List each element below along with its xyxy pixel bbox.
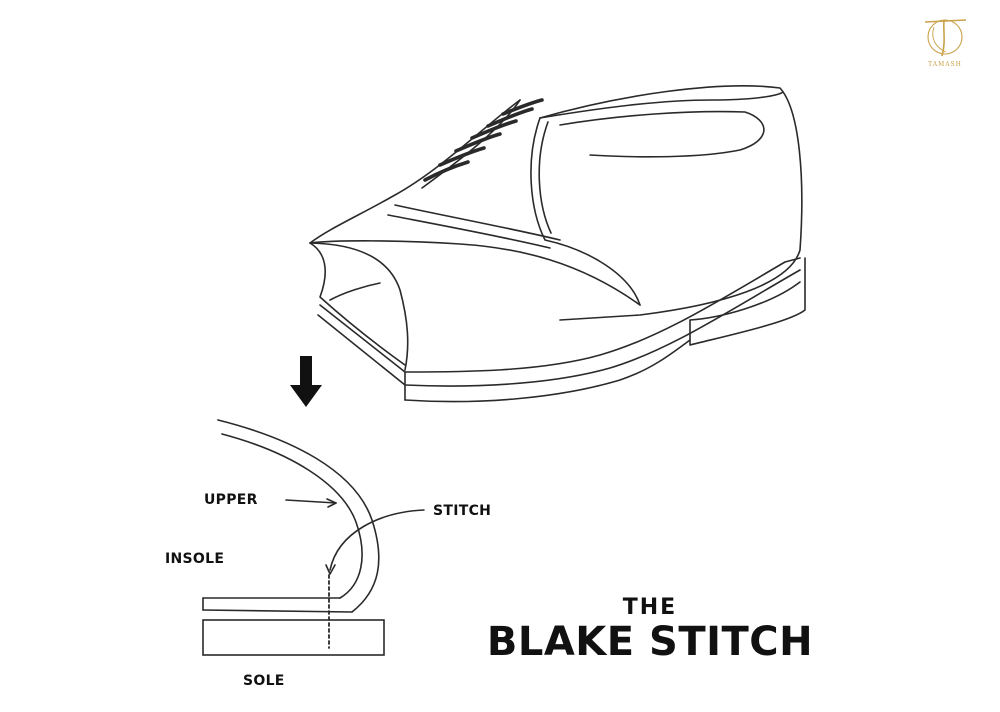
title-main: BLAKE STITCH xyxy=(487,619,813,665)
title-pre: THE xyxy=(623,595,677,620)
shoe-vamp xyxy=(309,99,641,306)
label-upper: UPPER xyxy=(204,492,258,508)
shoe-laces xyxy=(423,98,544,182)
cross-section-diagram xyxy=(202,419,425,656)
label-stitch: STITCH xyxy=(433,503,491,519)
brand-logo: TAMASH xyxy=(924,19,967,68)
label-insole: INSOLE xyxy=(165,551,224,567)
shoe-heel-counter xyxy=(539,85,803,321)
upper-pointer-arrow xyxy=(285,499,337,504)
shoe-collar xyxy=(539,91,784,119)
shoe-illustration xyxy=(309,85,806,403)
brand-logo-text: TAMASH xyxy=(928,61,962,68)
shoe-quarter-seam xyxy=(530,117,641,306)
shoe-heel xyxy=(689,257,806,346)
shoe-toe-opening xyxy=(309,242,406,366)
down-arrow-icon xyxy=(290,356,322,407)
sole-layer xyxy=(202,619,385,656)
label-sole: SOLE xyxy=(243,673,285,689)
stitch-pointer-arrow xyxy=(329,509,425,571)
shoe-sole xyxy=(404,257,801,373)
upper-layer xyxy=(217,419,380,613)
shoe-collar-inner xyxy=(559,110,765,158)
